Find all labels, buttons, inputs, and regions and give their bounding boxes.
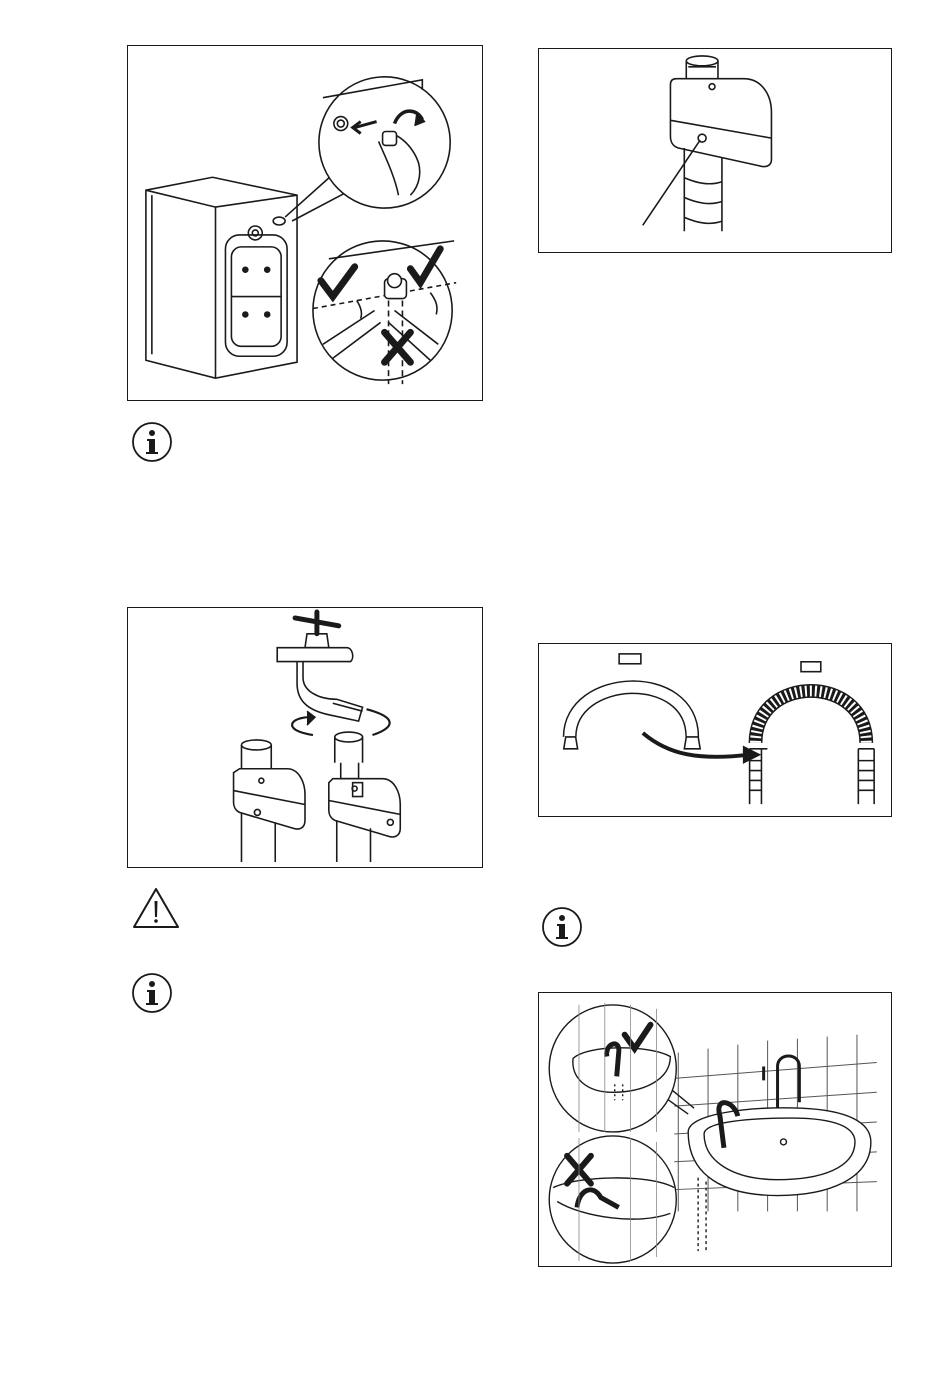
info-icon <box>131 421 173 463</box>
tap-connection-figure <box>127 607 483 868</box>
sink-drain-figure <box>538 992 892 1267</box>
washing-machine-inlet-illustration <box>128 46 482 400</box>
warning-icon <box>131 886 181 930</box>
hose-guide-illustration <box>539 644 891 816</box>
hose-guide-figure <box>538 643 892 817</box>
hose-safety-valve-illustration <box>539 49 891 252</box>
tap-and-valve-illustration <box>128 608 482 867</box>
info-icon <box>541 906 583 948</box>
inlet-connection-figure <box>127 45 483 401</box>
sink-drain-illustration <box>539 993 891 1266</box>
valve-detail-figure <box>538 48 892 253</box>
info-icon <box>131 972 173 1014</box>
